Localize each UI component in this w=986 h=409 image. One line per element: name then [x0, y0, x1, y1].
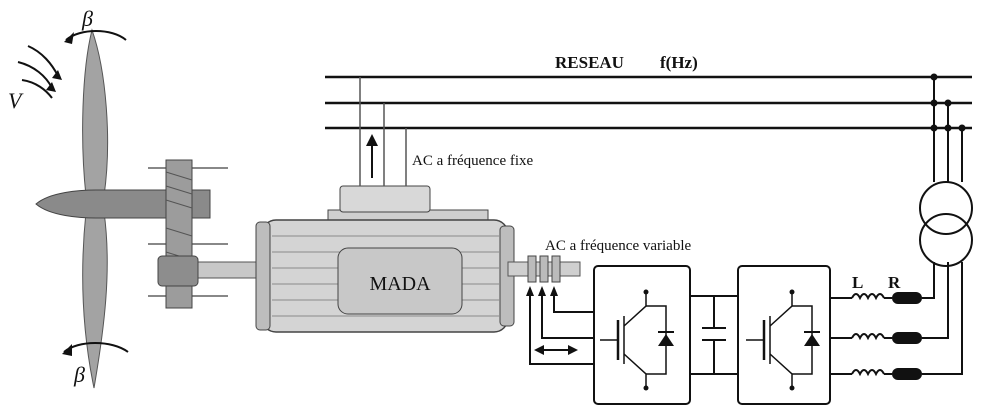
- machine-label: MADA: [369, 273, 431, 295]
- stator-connection: [359, 77, 407, 186]
- resistors: [892, 292, 922, 380]
- variable-ac-label: AC a fréquence variable: [545, 238, 692, 254]
- pitch-label-bottom: β: [73, 362, 85, 387]
- blade-upper: [82, 28, 109, 197]
- grid-bus: [325, 75, 972, 130]
- grid-label: RESEAU: [555, 53, 624, 72]
- filter-lines: [830, 262, 963, 377]
- gear-small: [157, 255, 199, 287]
- grid-side-converter: [737, 265, 831, 405]
- pitch-arrowhead-bottom: [62, 344, 72, 356]
- machine-label-panel: [337, 247, 463, 315]
- pitch-arrow-top: [65, 30, 127, 41]
- rotor-side-converter: [593, 265, 691, 405]
- wind-speed-label: V: [8, 88, 24, 113]
- rotor-wires: [529, 292, 594, 365]
- blade-lower: [82, 211, 108, 389]
- bidirectional-arrow-icon: [534, 345, 578, 355]
- resistor-label: R: [888, 273, 901, 292]
- frequency-label: f(Hz): [660, 53, 698, 72]
- fixed-ac-label: AC a fréquence fixe: [412, 153, 534, 169]
- power-flow-arrow-icon: [366, 134, 378, 146]
- pitch-label-top: β: [81, 6, 93, 31]
- dc-link: [690, 295, 738, 375]
- pitch-arrowhead-top: [64, 32, 74, 44]
- gearbox: [148, 159, 271, 309]
- inductor-label: L: [852, 273, 863, 292]
- mada-machine: MADA: [255, 185, 581, 333]
